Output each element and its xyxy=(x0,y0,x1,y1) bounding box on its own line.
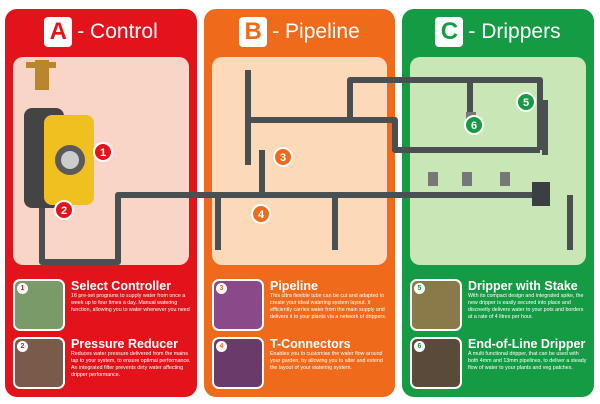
photo-controller: 1 xyxy=(13,279,65,331)
end-cap xyxy=(532,182,550,206)
item-number: 5 xyxy=(414,283,425,294)
item-title: Pipeline xyxy=(270,279,318,293)
panel-header: B- Pipeline xyxy=(204,17,395,47)
item-title: T-Connectors xyxy=(270,337,351,351)
svg-text:5: 5 xyxy=(523,97,529,109)
diagram-area xyxy=(212,57,387,265)
panel-title: - Control xyxy=(77,20,158,43)
panel-header: A- Control xyxy=(5,17,197,47)
panel-letter: C xyxy=(435,17,464,47)
photo-reducer: 2 xyxy=(13,337,65,389)
callout-3: 3 xyxy=(273,147,293,167)
panel-letter: B xyxy=(239,17,268,47)
item-title: End-of-Line Dripper xyxy=(468,337,586,351)
item-text: A multi functional dripper, that can be … xyxy=(468,351,587,371)
svg-text:4: 4 xyxy=(258,209,265,221)
diagram-area xyxy=(410,57,586,265)
panel-letter: A xyxy=(44,17,73,47)
item-text: This ultra flexible tube can be cut and … xyxy=(270,293,387,320)
photo-t-connector: 4 xyxy=(212,337,264,389)
panel-title: - Drippers xyxy=(468,20,561,43)
timer-controller-icon xyxy=(24,108,94,208)
callout-5: 5 xyxy=(516,92,536,112)
panel-title: - Pipeline xyxy=(272,20,360,43)
callout-6: 6 xyxy=(464,115,484,135)
item-title: Select Controller xyxy=(71,279,172,293)
photo-dripper-stake: 5 xyxy=(410,279,462,331)
callout-1: 1 xyxy=(93,142,113,162)
item-title: Dripper with Stake xyxy=(468,279,578,293)
item-number: 3 xyxy=(216,283,227,294)
item-number: 6 xyxy=(414,341,425,352)
svg-text:6: 6 xyxy=(471,120,477,132)
svg-text:3: 3 xyxy=(280,152,286,164)
item-number: 2 xyxy=(17,341,28,352)
item-number: 4 xyxy=(216,341,227,352)
svg-text:2: 2 xyxy=(61,205,67,217)
pipes xyxy=(39,70,573,265)
callout-2: 2 xyxy=(54,200,74,220)
svg-text:1: 1 xyxy=(100,147,106,159)
item-number: 1 xyxy=(17,283,28,294)
item-text: 16 pre-set programs to supply water from… xyxy=(71,293,190,313)
photo-pipeline: 3 xyxy=(212,279,264,331)
item-text: Enables you to customise the water flow … xyxy=(270,351,383,371)
photo-end-line-dripper: 6 xyxy=(410,337,462,389)
item-title: Pressure Reducer xyxy=(71,337,179,351)
item-text: With its compact design and integrated s… xyxy=(468,293,584,320)
panel-header: C- Drippers xyxy=(402,17,594,47)
callout-4: 4 xyxy=(251,204,271,224)
water-tap-icon xyxy=(26,60,56,90)
item-text: Reduces water pressure delivered from th… xyxy=(71,351,191,378)
